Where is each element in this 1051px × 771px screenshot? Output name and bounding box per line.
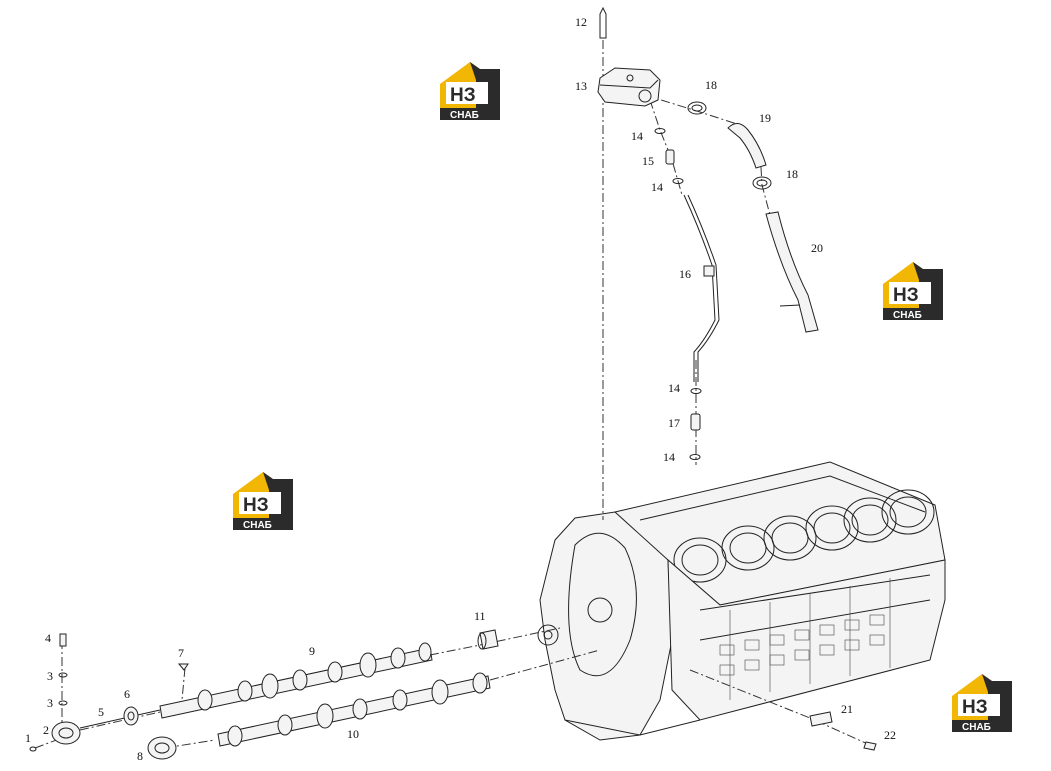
part-14-washer-1: [654, 128, 666, 134]
callout-19: 19: [759, 111, 771, 125]
callout-11: 11: [474, 609, 486, 623]
callout-10: 10: [347, 727, 359, 741]
callout-14: 14: [631, 129, 643, 143]
part-3-washer-2: [58, 700, 68, 706]
part-4-bolt: [59, 633, 67, 647]
callout-18: 18: [705, 78, 717, 92]
callout-18: 18: [786, 167, 798, 181]
callout-21: 21: [841, 702, 853, 716]
part-21-plate: [809, 711, 833, 727]
part-1-screw: [29, 746, 37, 752]
watermark-logo-letters: НЗ: [893, 285, 919, 306]
part-17-fitting: [690, 413, 701, 431]
part-16-guide-tube: [683, 194, 720, 382]
block-ribs: [719, 578, 891, 700]
watermark-logo-4: НЗ СНАБ: [952, 674, 1012, 733]
part-14-washer-4: [689, 454, 701, 460]
watermark-logo-caption: СНАБ: [962, 722, 991, 733]
callout-4: 4: [45, 631, 51, 645]
part-14-washer-3: [690, 388, 702, 394]
callout-16: 16: [679, 267, 691, 281]
part-20-vent-tube: [765, 211, 819, 333]
callout-15: 15: [642, 154, 654, 168]
callout-1: 1: [25, 731, 31, 745]
part-18-clamp-upper: [687, 101, 707, 115]
callout-5: 5: [98, 705, 104, 719]
part-6-ring: [123, 706, 139, 726]
callout-6: 6: [124, 687, 130, 701]
cylinder-bores: [673, 489, 935, 583]
watermark-logo-1: НЗ СНАБ: [440, 62, 500, 121]
callout-2: 2: [43, 723, 49, 737]
part-13-breather-housing: [597, 67, 661, 107]
callout-labels: 12 13 18 19 14 15 14 18 20 16 14 17 14 1…: [25, 15, 896, 763]
part-12-bolt: [599, 6, 607, 39]
watermark-logo-letters: НЗ: [450, 85, 476, 106]
watermark-logo-caption: СНАБ: [893, 310, 922, 321]
part-10-camshaft-lower: [217, 672, 491, 747]
part-11-bushing: [477, 629, 499, 650]
callout-12: 12: [575, 15, 587, 29]
part-8-flange: [147, 736, 177, 760]
callout-9: 9: [309, 644, 315, 658]
part-2-flange: [51, 721, 81, 745]
part-14-washer-2: [672, 178, 684, 184]
callout-8: 8: [137, 749, 143, 763]
watermark-logo-caption: СНАБ: [450, 110, 479, 121]
watermark-logo-caption: СНАБ: [243, 520, 272, 531]
callout-3: 3: [47, 669, 53, 683]
callout-14: 14: [663, 450, 675, 464]
watermark-logo-2: НЗ СНАБ: [883, 262, 943, 321]
part-22-plug: [863, 741, 877, 751]
watermark-logo-letters: НЗ: [243, 495, 269, 516]
callout-14: 14: [668, 381, 680, 395]
part-18-clamp-lower: [752, 176, 772, 190]
part-19-elbow-hose: [727, 123, 767, 169]
callout-13: 13: [575, 79, 587, 93]
callout-17: 17: [668, 416, 680, 430]
engine-block: [537, 461, 946, 741]
part-15-fitting: [665, 149, 675, 165]
watermark-logo-letters: НЗ: [962, 697, 988, 718]
watermark-logo-3: НЗ СНАБ: [233, 472, 293, 531]
callout-22: 22: [884, 728, 896, 742]
callout-20: 20: [811, 241, 823, 255]
part-7-key: [177, 663, 189, 671]
callout-3: 3: [47, 696, 53, 710]
part-5-shaft: [79, 709, 161, 729]
callout-7: 7: [178, 646, 184, 660]
callout-14: 14: [651, 180, 663, 194]
part-9-camshaft-upper: [159, 642, 433, 719]
part-3-washer-1: [58, 672, 68, 678]
